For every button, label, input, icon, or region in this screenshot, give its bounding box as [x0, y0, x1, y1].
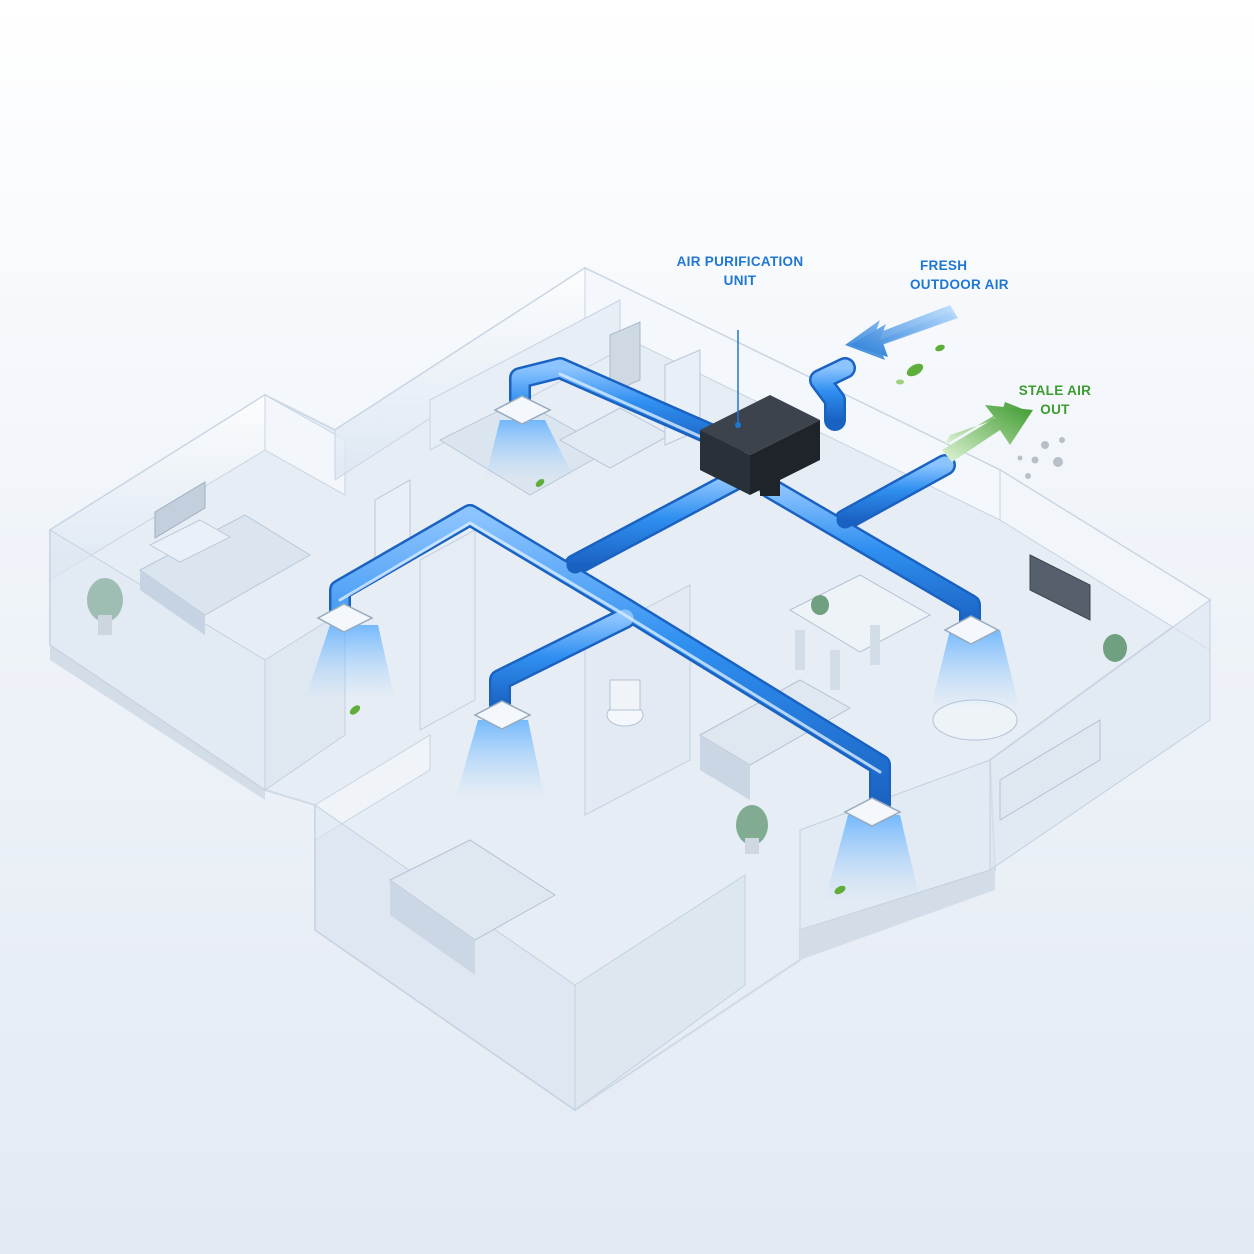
potted-plant-icon [736, 805, 768, 854]
stale-label-line-2: OUT [1040, 402, 1070, 417]
arrow-exhaust-icon [942, 402, 1033, 462]
unit-label-line-2: UNIT [723, 273, 757, 288]
air-purification-unit [700, 330, 820, 496]
potted-plant-icon [87, 578, 123, 635]
living-room [932, 469, 1211, 871]
arrow-intake-icon [845, 305, 958, 360]
fresh-label-line-2: OUTDOOR AIR [910, 277, 1009, 292]
leaf-icon [349, 344, 945, 895]
dining-area [788, 574, 932, 690]
potted-plant-icon [1103, 634, 1127, 662]
ceiling-diffuser-icon [316, 395, 1000, 827]
fresh-label-line-1: FRESH [920, 258, 968, 273]
air-purification-unit-label: AIR PURIFICATION UNIT [660, 252, 820, 290]
unit-label-line-1: AIR PURIFICATION [676, 254, 804, 269]
stale-air-out-label: STALE AIR OUT [1005, 381, 1105, 419]
front-left-room [314, 734, 746, 1111]
diffuser-airflows [305, 420, 1020, 900]
fresh-outdoor-air-label: FRESH OUTDOOR AIR [900, 256, 1040, 294]
stale-particles [1017, 437, 1065, 479]
back-rooms [334, 267, 1001, 581]
stale-label-line-1: STALE AIR [1018, 383, 1092, 398]
potted-plant-icon [811, 595, 829, 615]
